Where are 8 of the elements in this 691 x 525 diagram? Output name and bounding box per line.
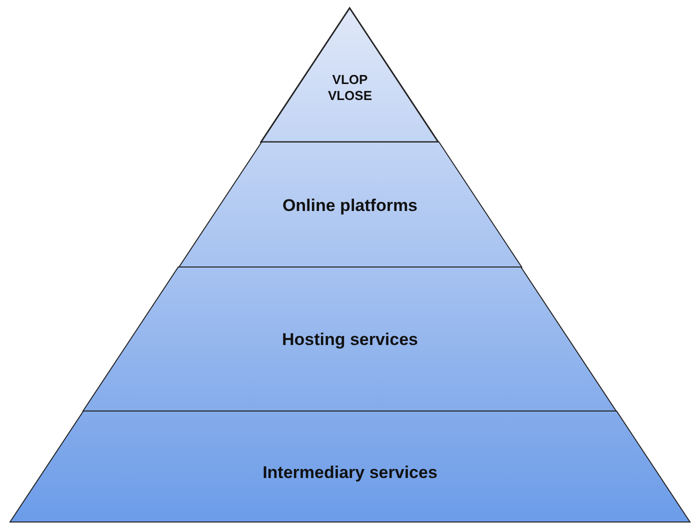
tier-label: Online platforms	[282, 196, 418, 216]
pyramid-tier	[10, 411, 690, 522]
tier-label: Intermediary services	[262, 463, 438, 483]
pyramid-tier	[178, 142, 522, 267]
tier-label: Hosting services	[282, 330, 418, 350]
tier-label: VLOP VLOSE	[326, 72, 374, 104]
pyramid-tier	[83, 267, 617, 411]
pyramid-apex	[261, 8, 439, 142]
